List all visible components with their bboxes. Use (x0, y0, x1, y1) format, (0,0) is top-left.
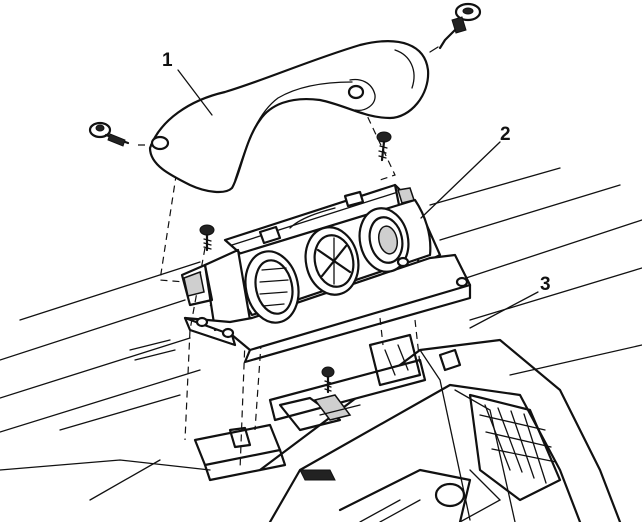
trim-bezel (148, 40, 430, 194)
screw-icon (429, 2, 482, 53)
console-body (258, 338, 622, 522)
screw-icon (199, 224, 215, 252)
callout-2: 2 (500, 124, 511, 145)
vent-outlet-right (358, 207, 410, 273)
dashboard-lines (0, 167, 642, 501)
vent-outlet-center (304, 226, 360, 296)
callout-3: 3 (540, 274, 551, 295)
vent-outlet-left (244, 250, 300, 324)
screw-icon (321, 366, 335, 394)
callout-1: 1 (162, 50, 173, 71)
leader-lines (177, 69, 539, 329)
mounting-bracket (193, 333, 462, 482)
screw-icon (376, 131, 392, 162)
clip-icon (88, 121, 130, 147)
